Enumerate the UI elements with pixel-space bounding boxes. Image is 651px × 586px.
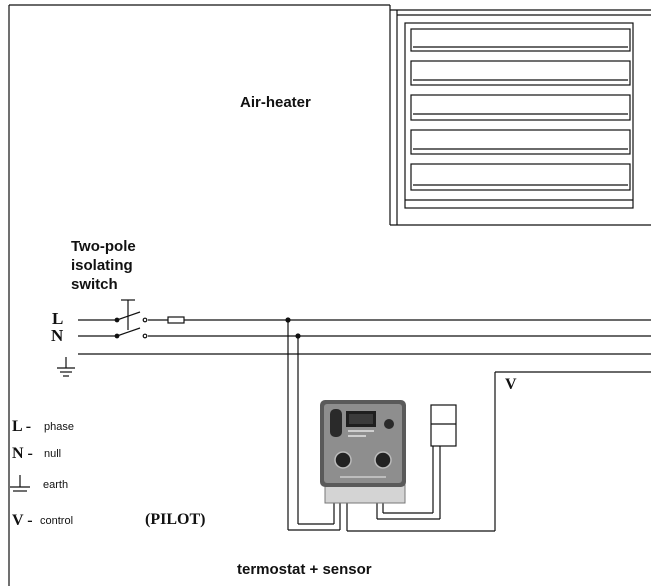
legend-l-text: phase [44,421,74,433]
thermostat-switch [330,409,342,437]
legend-v-text: control [40,515,74,527]
thermostat-indicator [384,419,394,429]
thermostat-wiring [285,317,651,532]
legend-earth-text: earth [43,479,69,491]
sensor [430,404,457,447]
two-pole-switch [114,299,148,339]
legend-n-text: null [44,448,62,460]
pilot-label: (PILOT) [145,511,206,528]
diagram-frame [8,4,390,586]
air-heater-louver [410,129,631,155]
thermostat-unit [320,400,406,504]
air-heater-louver [410,60,631,86]
thermostat-knob-left [334,451,352,469]
switch-label-line: switch [71,276,118,293]
earth-icon [57,357,75,377]
air-heater [389,5,651,226]
thermostat-base [324,484,406,504]
air-heater-louver [410,163,631,191]
legend-l-key: L - [12,418,32,435]
legend-n-key: N - [12,445,33,462]
fuse [167,316,185,324]
legend-earth-icon [10,475,30,492]
switch-label: Two-pole isolating switch [71,237,136,294]
switch-label-line: isolating [71,257,133,274]
supply-lines [78,316,651,355]
line-label-n: N [51,326,64,345]
switch-label-line: Two-pole [71,238,136,255]
air-heater-louver [410,28,631,52]
thermostat-knob-right [374,451,392,469]
air-heater-louver [410,94,631,121]
legend-v-key: V - [12,512,33,529]
line-label-l: L [52,309,64,328]
line-label-v: V [505,376,517,393]
thermostat-caption: termostat + sensor [237,561,372,578]
air-heater-label: Air-heater [240,94,311,111]
